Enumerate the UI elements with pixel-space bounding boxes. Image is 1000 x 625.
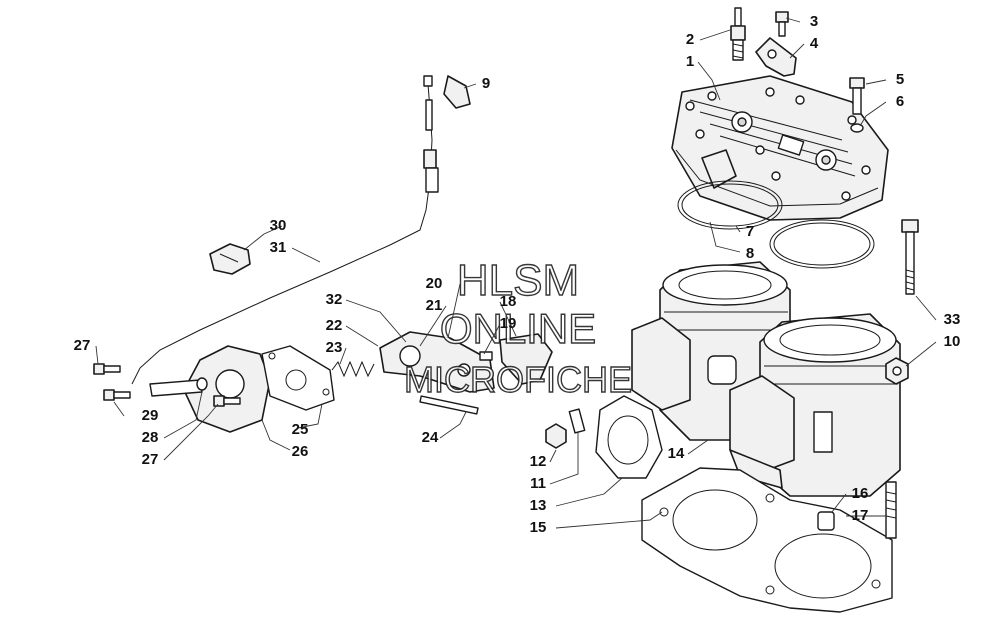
callout-22: 22 — [326, 317, 343, 334]
callout-4: 4 — [810, 35, 819, 52]
callout-27-top: 27 — [74, 337, 91, 354]
callout-1: 1 — [686, 53, 694, 70]
callout-24: 24 — [422, 429, 439, 446]
callout-17: 17 — [852, 507, 869, 524]
exhaust-gasket-13[interactable] — [595, 395, 663, 479]
screw-27-top[interactable] — [93, 363, 121, 375]
gasket-25[interactable] — [261, 345, 335, 411]
callout-3: 3 — [810, 13, 818, 30]
callout-21: 21 — [426, 297, 443, 314]
dowel-pin-16[interactable] — [817, 511, 835, 531]
callout-27-bottom: 27 — [142, 451, 159, 468]
clip-9[interactable] — [443, 75, 471, 109]
cylinder-front[interactable] — [729, 313, 901, 497]
callout-labels: 2 1 3 4 5 6 7 8 9 33 10 12 11 13 15 14 1… — [74, 13, 961, 536]
nut-10[interactable] — [885, 357, 909, 385]
callout-23: 23 — [326, 339, 343, 356]
cable-bracket[interactable] — [755, 37, 797, 77]
callout-18: 18 — [500, 293, 517, 310]
callout-15: 15 — [530, 519, 547, 536]
leader-lines — [95, 17, 937, 529]
callout-14: 14 — [668, 445, 685, 462]
callout-33: 33 — [944, 311, 961, 328]
pin-19[interactable] — [479, 351, 493, 361]
screw-27-bottom[interactable] — [213, 395, 241, 407]
nut-12[interactable] — [545, 423, 567, 449]
callout-13: 13 — [530, 497, 547, 514]
callout-28: 28 — [142, 429, 159, 446]
callout-11: 11 — [530, 475, 546, 492]
head-bolt-5[interactable] — [849, 77, 865, 115]
callout-5: 5 — [896, 71, 904, 88]
callout-2: 2 — [686, 31, 694, 48]
callout-16: 16 — [852, 485, 869, 502]
callout-19: 19 — [500, 315, 517, 332]
watermark-line-1: HLSM — [457, 256, 579, 305]
screw-29[interactable] — [103, 389, 131, 401]
callout-31: 31 — [270, 239, 287, 256]
callout-7: 7 — [746, 223, 754, 240]
callout-9: 9 — [482, 75, 490, 92]
throttle-cable[interactable] — [131, 75, 439, 385]
callout-29: 29 — [142, 407, 159, 424]
callout-20: 20 — [426, 275, 443, 292]
callout-6: 6 — [896, 93, 904, 110]
o-ring-28[interactable] — [196, 377, 208, 391]
washer-6[interactable] — [850, 123, 864, 133]
bracket-18[interactable] — [499, 333, 553, 385]
throttle-lever-21[interactable] — [379, 331, 495, 393]
stud-bolt-33[interactable] — [901, 219, 919, 295]
watermark-line-2: ONLINE — [440, 305, 596, 352]
watermark-line-3: MICROFICHE — [404, 359, 632, 400]
callout-12: 12 — [530, 453, 547, 470]
stud-11[interactable] — [568, 408, 586, 434]
callout-32: 32 — [326, 291, 343, 308]
stud-17[interactable] — [885, 481, 897, 539]
watermark: HLSM ONLINE MICROFICHE — [403, 255, 632, 400]
callout-25: 25 — [292, 421, 309, 438]
spring-23[interactable] — [331, 360, 375, 378]
cable-clip-30[interactable] — [209, 243, 251, 275]
spark-plug[interactable] — [730, 7, 746, 61]
callout-30: 30 — [270, 217, 287, 234]
callout-26: 26 — [292, 443, 309, 460]
bolt-head-3[interactable] — [775, 11, 789, 37]
callout-8: 8 — [746, 245, 754, 262]
callout-10: 10 — [944, 333, 961, 350]
oil-pump-housing-26[interactable] — [149, 345, 271, 433]
o-ring-8[interactable] — [769, 219, 875, 269]
o-ring-7[interactable] — [677, 180, 783, 230]
bolt-24[interactable] — [419, 395, 479, 415]
base-gasket-15[interactable] — [641, 467, 893, 613]
